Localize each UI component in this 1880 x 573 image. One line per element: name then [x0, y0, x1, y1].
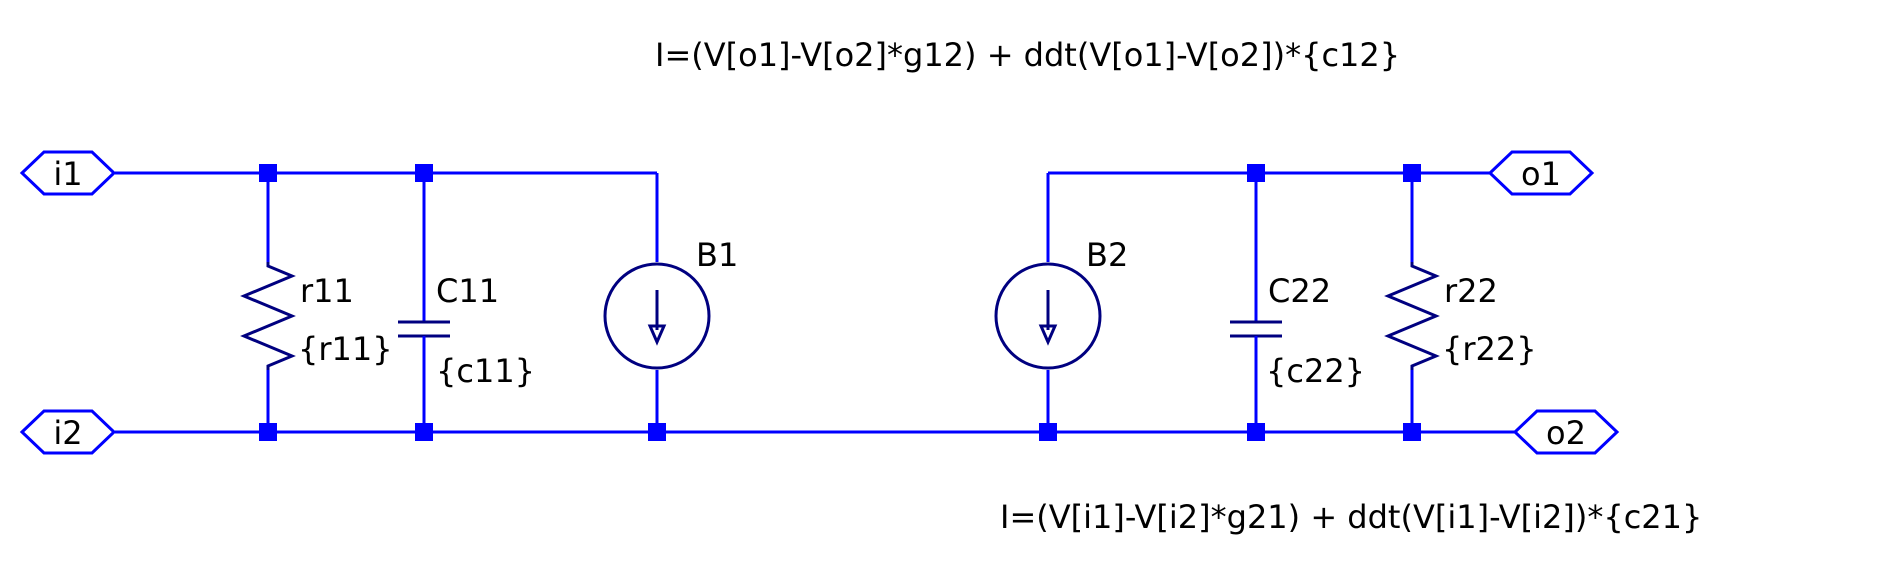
- port-o1-label: o1: [1521, 155, 1561, 193]
- junction-dot: [415, 423, 433, 441]
- b2-equation: I=(V[i1]-V[i2]*g21) + ddt(V[i1]-V[i2])*{…: [1000, 498, 1702, 536]
- b1-equation: I=(V[o1]-V[o2]*g12) + ddt(V[o1]-V[o2])*{…: [655, 36, 1400, 74]
- port-i2-label: i2: [53, 414, 82, 452]
- current-source-b2[interactable]: [994, 262, 1102, 370]
- port-o2-label: o2: [1546, 414, 1586, 452]
- port-i1-label: i1: [53, 155, 82, 193]
- c22-value-label: {c22}: [1266, 352, 1365, 390]
- junction-dot: [1247, 164, 1265, 182]
- junction-dot: [1403, 164, 1421, 182]
- c11-name-label: C11: [436, 272, 499, 310]
- resistor-r22[interactable]: [1384, 173, 1440, 432]
- r11-value-label: {r11}: [298, 330, 393, 368]
- junction-dot: [415, 164, 433, 182]
- port-i1[interactable]: i1: [19, 150, 117, 196]
- junction-dot: [259, 164, 277, 182]
- r22-name-label: r22: [1444, 272, 1498, 310]
- c11-value-label: {c11}: [436, 352, 535, 390]
- current-source-b1[interactable]: [603, 262, 711, 370]
- b2-name-label: B2: [1086, 236, 1128, 274]
- junction-dot: [259, 423, 277, 441]
- left-wires: [115, 171, 1048, 434]
- junctions: [259, 164, 1421, 441]
- r22-value-label: {r22}: [1442, 330, 1537, 368]
- r11-name-label: r11: [300, 272, 354, 310]
- junction-dot: [1403, 423, 1421, 441]
- port-o1[interactable]: o1: [1487, 150, 1595, 196]
- b1-name-label: B1: [696, 236, 738, 274]
- junction-dot: [1247, 423, 1265, 441]
- junction-dot: [648, 423, 666, 441]
- junction-dot: [1039, 423, 1057, 441]
- port-o2[interactable]: o2: [1512, 409, 1620, 455]
- resistor-r11[interactable]: [240, 173, 296, 432]
- port-i2[interactable]: i2: [19, 409, 117, 455]
- c22-name-label: C22: [1268, 272, 1331, 310]
- capacitor-c11[interactable]: [398, 173, 450, 432]
- capacitor-c22[interactable]: [1230, 173, 1282, 432]
